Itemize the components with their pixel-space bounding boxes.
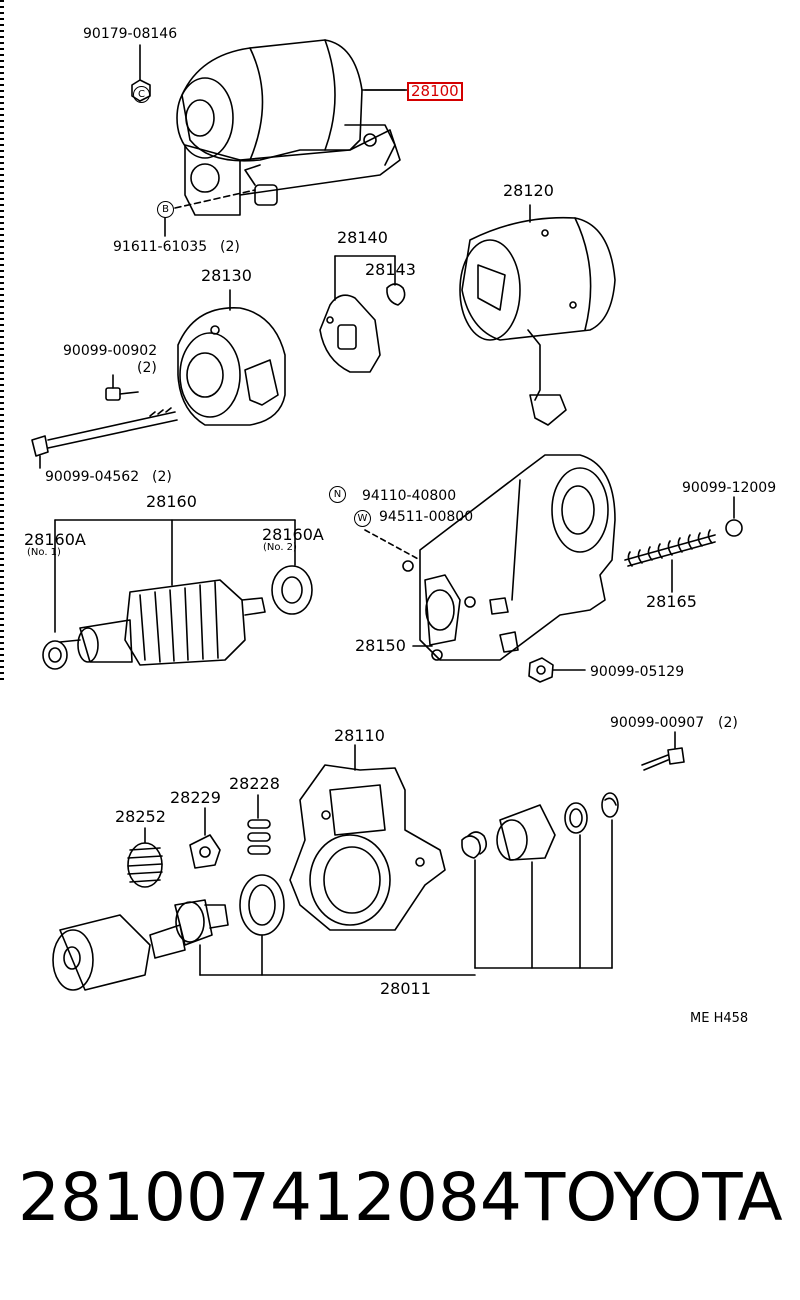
label-90099-04562-qty: (2) [152, 469, 172, 485]
label-28160A-no2-sub: (No. 2) [263, 542, 297, 553]
label-28252: 28252 [115, 807, 166, 826]
diagram-reference-code: ME H458 [690, 1011, 749, 1026]
label-90099-12009: 90099-12009 [682, 480, 777, 496]
brush-spring-28143 [386, 283, 406, 306]
label-28110: 28110 [334, 726, 385, 745]
callout-symbol-c: C [133, 86, 150, 103]
bolt-90099-00907 [641, 731, 685, 771]
label-91611-61035-qty: (2) [220, 239, 240, 255]
steel-ball-90099-12009 [725, 519, 743, 537]
footer-part-number-main: 28100741208 [18, 1159, 480, 1236]
label-28130: 28130 [201, 266, 252, 285]
label-28011: 28011 [380, 979, 431, 998]
callout-symbol-n: N [329, 486, 346, 503]
label-90099-00907: 90099-00907 [610, 715, 705, 731]
label-28228: 28228 [229, 774, 280, 793]
nut-90179-08146 [131, 44, 151, 102]
label-28165: 28165 [646, 592, 697, 611]
end-frame-28130 [177, 307, 286, 426]
footer-part-number: 281007412084 [18, 1165, 522, 1231]
label-28140: 28140 [337, 228, 388, 247]
yoke-assembly-28120 [459, 216, 616, 426]
label-28160: 28160 [146, 492, 197, 511]
through-bolt-90099-04562 [31, 407, 178, 469]
armature-28160 [42, 519, 313, 670]
clutch-pinion-28011 [52, 792, 619, 991]
label-90179-08146: 90179-08146 [83, 26, 178, 42]
label-28229: 28229 [170, 788, 221, 807]
label-90099-05129: 90099-05129 [590, 664, 685, 680]
callout-symbol-b: B [157, 201, 174, 218]
label-28160A-no1: 28160A [24, 530, 86, 549]
label-91611-61035: 91611-61035 [113, 239, 208, 255]
screw-90099-00902 [105, 374, 139, 401]
scan-edge-dots [0, 0, 4, 680]
label-90099-00902-qty: (2) [137, 360, 157, 376]
retainer-28229 [189, 807, 221, 869]
label-94110-40800: 94110-40800 [362, 488, 457, 504]
footer-part-number-last-digit: 4 [479, 1159, 522, 1236]
label-28160A-no1-sub: (No. 1) [27, 547, 61, 558]
label-90099-04562: 90099-04562 [45, 469, 140, 485]
label-28100-highlighted: 28100 [407, 82, 463, 101]
label-28120: 28120 [503, 181, 554, 200]
spring-28165 [624, 529, 716, 593]
label-28143: 28143 [365, 260, 416, 279]
solenoid-housing-28150 [402, 454, 616, 661]
label-90099-00907-qty: (2) [718, 715, 738, 731]
nut-90099-05129 [528, 657, 586, 683]
pins-28228 [247, 794, 271, 855]
footer-brand: TOYOTA [525, 1159, 783, 1236]
brush-holder-28140 [319, 294, 381, 373]
label-90099-00902: 90099-00902 [63, 343, 158, 359]
drive-housing-28110 [289, 764, 446, 931]
callout-symbol-w: W [354, 510, 371, 527]
label-28150: 28150 [355, 636, 406, 655]
starter-assembly-28100 [176, 39, 406, 216]
idle-gear-28252 [127, 827, 163, 888]
label-94511-00800: 94511-00800 [379, 509, 474, 525]
label-28160A-no2: 28160A [262, 525, 324, 544]
